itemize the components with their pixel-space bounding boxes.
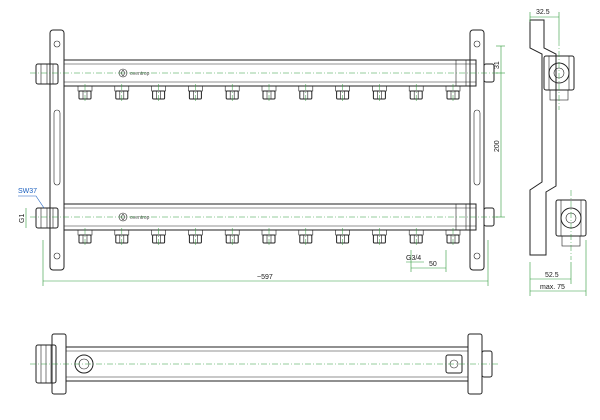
supply-outlets <box>77 84 461 102</box>
supply-header: oventrop <box>35 59 495 102</box>
inlet-thread-label: G1 <box>19 214 26 223</box>
front-view: oventrop oventrop <box>18 29 505 286</box>
supply-outlet-valve <box>372 84 387 102</box>
dim-side-top: 32.5 <box>529 9 560 40</box>
right-bracket <box>469 29 485 271</box>
brand-text: oventrop <box>130 71 150 77</box>
wrench-size-label: SW37 <box>18 188 37 195</box>
return-outlet-valve <box>298 228 314 246</box>
dim-side-depth: 52.5 <box>529 262 572 296</box>
supply-outlet-valve <box>188 84 203 102</box>
return-outlet-valve <box>224 228 240 246</box>
dim-outlet-spacing: 50 G3/4 <box>406 250 447 272</box>
dim-top-offset: 31 <box>494 45 505 73</box>
overall-length-label: ~597 <box>257 274 273 281</box>
return-outlet-valve <box>408 228 424 246</box>
supply-outlet-valve <box>298 84 314 102</box>
return-outlet-valve <box>77 228 93 246</box>
return-outlets <box>77 228 461 246</box>
dim-header-spacing: 200 <box>494 72 505 218</box>
side-top-width-label: 32.5 <box>536 9 550 16</box>
return-outlet-valve <box>261 228 277 246</box>
outlet-thread-label: G3/4 <box>406 255 421 262</box>
side-view: 32.5 52.5 max. 75 <box>529 9 587 296</box>
top-view <box>30 333 500 395</box>
side-depth-label: 52.5 <box>545 272 559 279</box>
dim-overall-length: ~597 <box>42 240 489 286</box>
left-bracket <box>49 29 65 271</box>
supply-outlet-valve <box>408 84 424 102</box>
supply-outlet-valve <box>445 84 461 102</box>
supply-outlet-valve <box>335 84 350 102</box>
return-outlet-valve <box>114 228 130 246</box>
brand-text-lower: oventrop <box>130 215 150 221</box>
supply-outlet-valve <box>151 84 166 102</box>
header-spacing-label: 200 <box>494 140 501 152</box>
outlet-spacing-label: 50 <box>429 261 437 268</box>
supply-outlet-valve <box>261 84 277 102</box>
supply-outlet-valve <box>114 84 130 102</box>
callout-wrench: SW37 <box>18 188 45 209</box>
return-outlet-valve <box>372 228 387 246</box>
return-outlet-valve <box>151 228 166 246</box>
return-outlet-valve <box>188 228 203 246</box>
side-max-label: max. 75 <box>540 284 565 291</box>
dim-side-max: max. 75 <box>530 240 587 296</box>
top-offset-label: 31 <box>494 61 501 69</box>
supply-outlet-valve <box>77 84 93 102</box>
return-header: oventrop <box>35 203 495 246</box>
return-outlet-valve <box>335 228 350 246</box>
return-outlet-valve <box>445 228 461 246</box>
callout-inlet: G1 <box>19 208 27 228</box>
supply-outlet-valve <box>224 84 240 102</box>
